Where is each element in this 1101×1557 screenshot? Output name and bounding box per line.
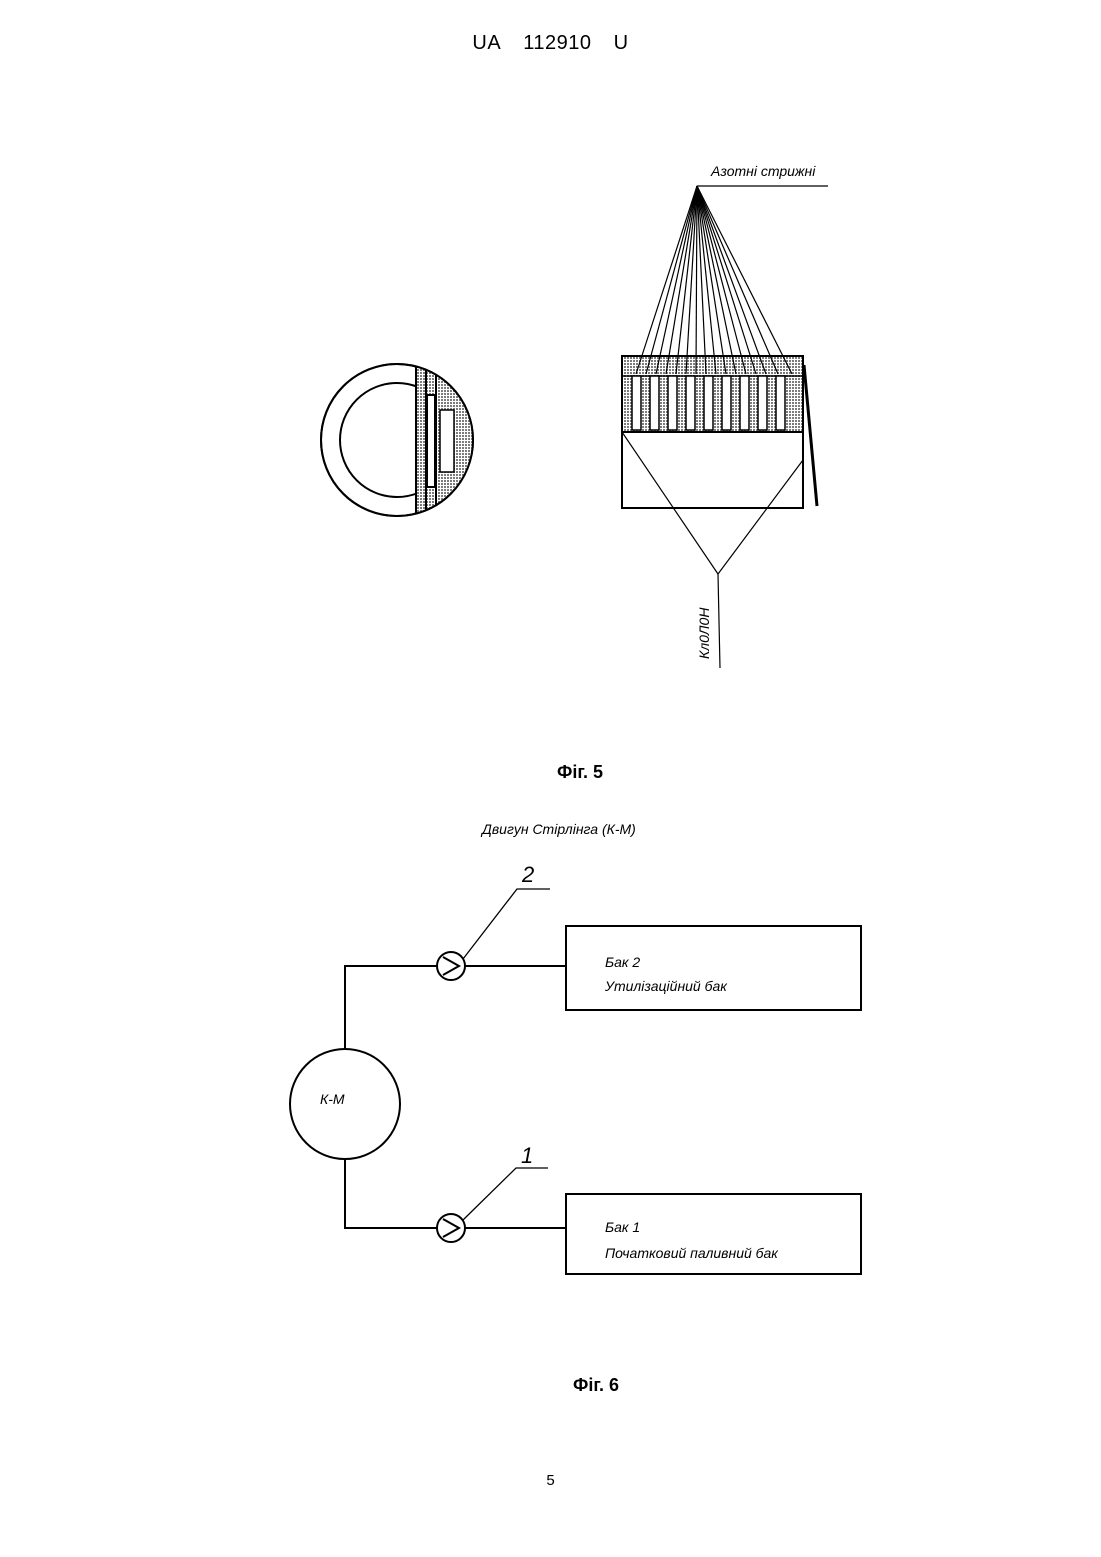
- fig6-pump-2-number: 2: [521, 862, 534, 887]
- fig5-rods-label: Азотні стрижні: [710, 163, 816, 179]
- fig5-diagram: Азотні стрижні Кл0Л0Н Фіг. 5: [321, 163, 828, 782]
- fig5-cylinder-label: Кл0Л0Н: [696, 607, 712, 659]
- fig6-pump-1-number: 1: [521, 1143, 533, 1168]
- fig6-tank-2-line2: Утилізаційний бак: [604, 978, 728, 994]
- fig6-title: Двигун Стірлінга (К-М): [480, 821, 636, 837]
- fig6-engine: К-М: [290, 1049, 400, 1159]
- fig6-diagram: Двигун Стірлінга (К-М) К-М 2 1: [290, 821, 861, 1395]
- fig5-caption: Фіг. 5: [557, 762, 603, 782]
- fig6-engine-label: К-М: [320, 1091, 345, 1107]
- fig5-cross-section: [321, 355, 486, 525]
- fig5-rod-leaders: [636, 186, 828, 374]
- fig6-tank-2: Бак 2 Утилізаційний бак: [566, 926, 861, 1010]
- fig6-tank-1: Бак 1 Початковий паливний бак: [566, 1194, 861, 1274]
- fig6-caption: Фіг. 6: [573, 1375, 619, 1395]
- fig6-tank-1-line2: Початковий паливний бак: [605, 1245, 779, 1261]
- page-number: 5: [0, 1472, 1101, 1489]
- fig6-tank-2-line1: Бак 2: [605, 954, 640, 970]
- fig5-rod-block: [622, 356, 817, 508]
- fig6-tank-1-line1: Бак 1: [605, 1219, 640, 1235]
- fig6-pump-1: [437, 1168, 548, 1242]
